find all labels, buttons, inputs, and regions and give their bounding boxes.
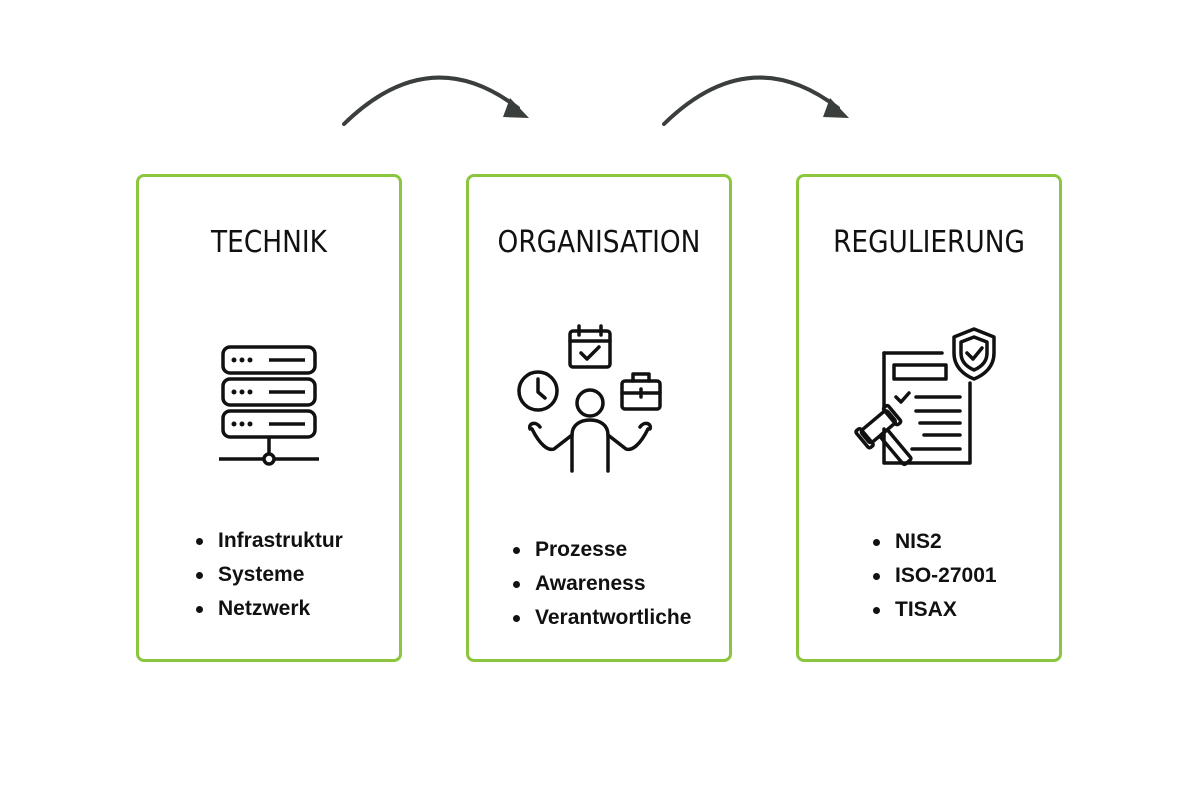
- card-technik: TECHNIK Infrastruktur Syst: [136, 174, 402, 662]
- card-organisation: ORGANISATION: [466, 174, 732, 662]
- person-juggling-tasks-icon: [517, 324, 662, 473]
- compliance-document-gavel-icon: [854, 327, 996, 467]
- list-item: Infrastruktur: [194, 524, 343, 558]
- curved-arrow-icon: [342, 75, 529, 126]
- bullet-icon: [196, 606, 203, 613]
- list-item: NIS2: [871, 525, 997, 559]
- list-item-label: Infrastruktur: [218, 529, 343, 552]
- card-list: Infrastruktur Systeme Netzwerk: [194, 524, 343, 626]
- card-title: TECHNIK: [211, 225, 327, 260]
- bullet-icon: [873, 539, 880, 546]
- list-item-label: NIS2: [895, 530, 942, 553]
- bullet-icon: [513, 547, 520, 554]
- list-item-label: ISO-27001: [895, 564, 997, 587]
- bullet-icon: [873, 607, 880, 614]
- card-list: Prozesse Awareness Verantwortliche: [511, 533, 691, 635]
- card-title: ORGANISATION: [497, 225, 701, 260]
- list-item: Verantwortliche: [511, 601, 691, 635]
- bullet-icon: [513, 615, 520, 622]
- bullet-icon: [196, 572, 203, 579]
- list-item-label: Awareness: [535, 572, 646, 595]
- bullet-icon: [873, 573, 880, 580]
- card-regulierung: REGULIERUNG: [796, 174, 1062, 662]
- bullet-icon: [196, 538, 203, 545]
- curved-arrow-icon: [662, 75, 849, 126]
- bullet-icon: [513, 581, 520, 588]
- list-item: Awareness: [511, 567, 691, 601]
- list-item: Prozesse: [511, 533, 691, 567]
- list-item-label: TISAX: [895, 598, 957, 621]
- list-item: Netzwerk: [194, 592, 343, 626]
- list-item: ISO-27001: [871, 559, 997, 593]
- list-item-label: Prozesse: [535, 538, 628, 561]
- list-item-label: Verantwortliche: [535, 606, 692, 629]
- card-list: NIS2 ISO-27001 TISAX: [871, 525, 997, 627]
- list-item-label: Netzwerk: [218, 597, 311, 620]
- card-title: REGULIERUNG: [833, 225, 1025, 260]
- list-item: Systeme: [194, 558, 343, 592]
- list-item: TISAX: [871, 593, 997, 627]
- list-item-label: Systeme: [218, 563, 305, 586]
- server-rack-icon: [219, 345, 319, 466]
